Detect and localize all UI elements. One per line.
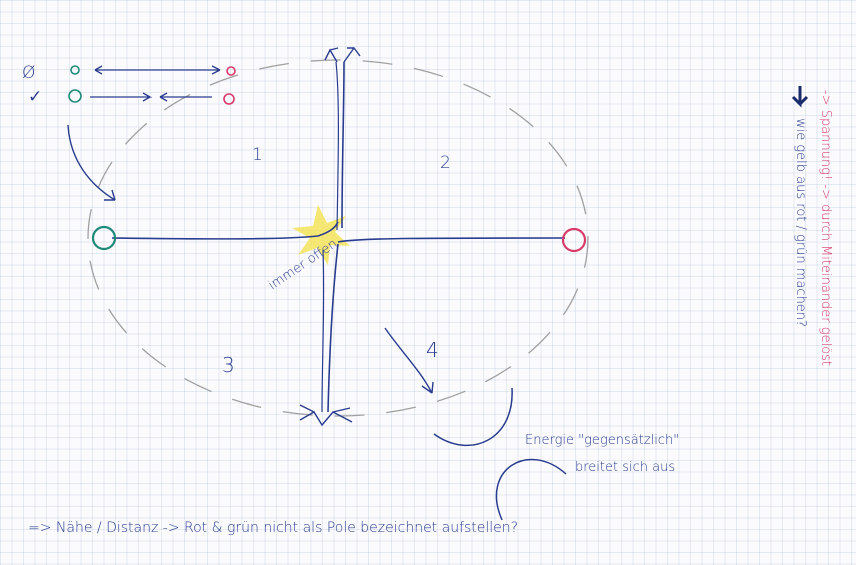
quadrant-2-label: 2 <box>440 153 451 173</box>
green-pole-circle <box>91 225 117 251</box>
legend-red-small <box>226 66 236 76</box>
horizontal-axis <box>111 221 566 243</box>
energy-arc-1 <box>433 387 513 447</box>
side-note-blue: wie gelb aus rot / grün machen? <box>793 118 808 327</box>
quadrant-1-label: 1 <box>252 145 263 165</box>
red-pole-circle <box>561 227 587 253</box>
legend-to-green-arrow <box>67 124 116 201</box>
top-arrow <box>324 46 361 63</box>
legend-check-mark: ✓ <box>28 87 42 107</box>
energy-arc-2 <box>495 458 567 521</box>
pencil-circle <box>87 59 589 417</box>
legend-red-small-2 <box>223 93 235 105</box>
bottom-note: => Nähe / Distanz -> Rot & grün nicht al… <box>28 520 518 536</box>
legend-double-arrow <box>94 65 221 75</box>
legend-converging-arrows <box>90 92 212 102</box>
energy-label-line2: breitet sich aus <box>575 460 675 475</box>
side-down-arrow-icon <box>791 86 809 108</box>
quadrant-4-arrow <box>384 327 434 394</box>
side-note-pink: -> Spannung! -> durch Miteinander gelöst <box>818 90 833 366</box>
bottom-arrow <box>299 404 353 427</box>
legend-green-small-2 <box>68 89 82 103</box>
energy-label-line1: Energie "gegensätzlich" <box>525 433 679 448</box>
legend-green-small <box>70 65 80 75</box>
quadrant-3-label: 3 <box>222 353 235 377</box>
legend-empty-mark: Ø <box>22 63 35 83</box>
quadrant-4-label: 4 <box>426 338 439 362</box>
center-label: immer offen <box>266 236 340 293</box>
vertical-axis <box>327 61 345 413</box>
